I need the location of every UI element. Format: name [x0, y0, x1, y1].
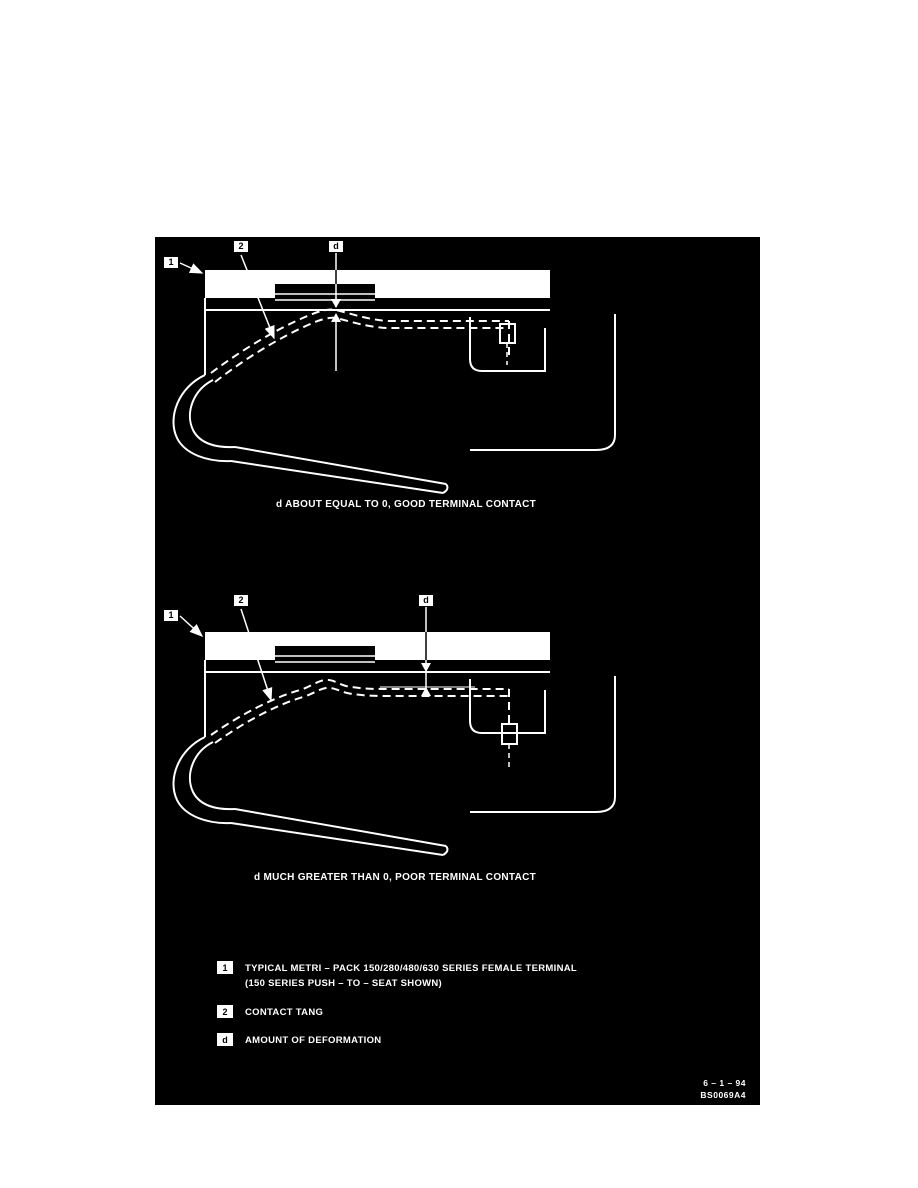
legend-item-1: 1 TYPICAL METRI – PACK 150/280/480/630 S…: [217, 961, 577, 991]
fig1-top-wall: [205, 270, 550, 298]
fig1-wall-slot: [275, 284, 375, 300]
fig1-caption: d ABOUT EQUAL TO 0, GOOD TERMINAL CONTAC…: [275, 499, 537, 510]
fig2-terminal-drawing: [172, 607, 616, 856]
legend-text-2: CONTACT TANG: [245, 1005, 323, 1020]
fig1-d-dimension: [331, 253, 341, 371]
fig1-connector-wall: [470, 314, 616, 451]
legend-item-2: 2 CONTACT TANG: [217, 1005, 323, 1020]
legend-text-2-line1: CONTACT TANG: [245, 1007, 324, 1018]
fig1-lock-tab: [499, 323, 516, 344]
fig1-contact-tang-dashed: [210, 308, 510, 383]
legend-text-1-line1: TYPICAL METRI – PACK 150/280/480/630 SER…: [245, 963, 577, 974]
fig2-callout-2-label: 2: [238, 595, 244, 605]
fig1-callout-1-label: 1: [168, 257, 174, 267]
fig1-wire-lead: [172, 374, 449, 494]
fig2-top-wall: [205, 632, 550, 660]
fig2-wire-lead: [172, 736, 449, 856]
fig2-callout-2: 2: [233, 594, 249, 607]
fig2-connector-pocket: [469, 679, 546, 734]
legend-item-d: d AMOUNT OF DEFORMATION: [217, 1033, 381, 1048]
terminal-diagram-svg: [172, 253, 616, 856]
legend-text-1: TYPICAL METRI – PACK 150/280/480/630 SER…: [245, 961, 577, 991]
fig1-callout2-leader: [240, 254, 275, 340]
fig2-callout-d: d: [418, 594, 434, 607]
fig1-terminal-drawing: [172, 253, 616, 494]
fig2-connector-wall: [470, 676, 616, 813]
legend-text-d-line1: AMOUNT OF DEFORMATION: [245, 1035, 382, 1046]
fig2-callout2-leader: [240, 608, 273, 702]
fig1-callout-d: d: [328, 240, 344, 253]
legend-key-2-label: 2: [222, 1006, 228, 1017]
legend-key-1: 1: [217, 961, 233, 974]
fig2-contact-tang-dashed: [210, 678, 510, 744]
fig1-callout-2-label: 2: [238, 241, 244, 251]
figure-footer: 6 – 1 – 94 BS0069A4: [700, 1077, 746, 1101]
fig1-callout-d-label: d: [333, 241, 339, 251]
legend-text-d: AMOUNT OF DEFORMATION: [245, 1033, 381, 1048]
footer-date: 6 – 1 – 94: [703, 1078, 746, 1088]
legend-text-1-line2: (150 SERIES PUSH – TO – SEAT SHOWN): [245, 978, 443, 989]
fig1-connector-pocket: [469, 317, 546, 372]
fig2-callout-1: 1: [163, 609, 179, 622]
fig2-callout1-leader: [179, 615, 204, 638]
legend-key-2: 2: [217, 1005, 233, 1018]
fig1-callout-2: 2: [233, 240, 249, 253]
footer-code: BS0069A4: [700, 1090, 746, 1100]
fig2-callout-d-label: d: [423, 595, 429, 605]
fig1-callout1-leader: [179, 262, 204, 274]
fig1-callout-1: 1: [163, 256, 179, 269]
fig2-d-dimension: [380, 607, 475, 696]
fig2-callout-1-label: 1: [168, 610, 174, 620]
legend-key-1-label: 1: [222, 962, 228, 973]
fig2-wall-slot: [275, 646, 375, 662]
legend-key-d: d: [217, 1033, 233, 1046]
legend-key-d-label: d: [222, 1034, 228, 1045]
figure-panel: 1 2 d 1 2 d d ABOUT EQUAL TO 0, GOOD TER…: [155, 237, 760, 1105]
fig2-caption: d MUCH GREATER THAN 0, POOR TERMINAL CON…: [253, 872, 537, 883]
